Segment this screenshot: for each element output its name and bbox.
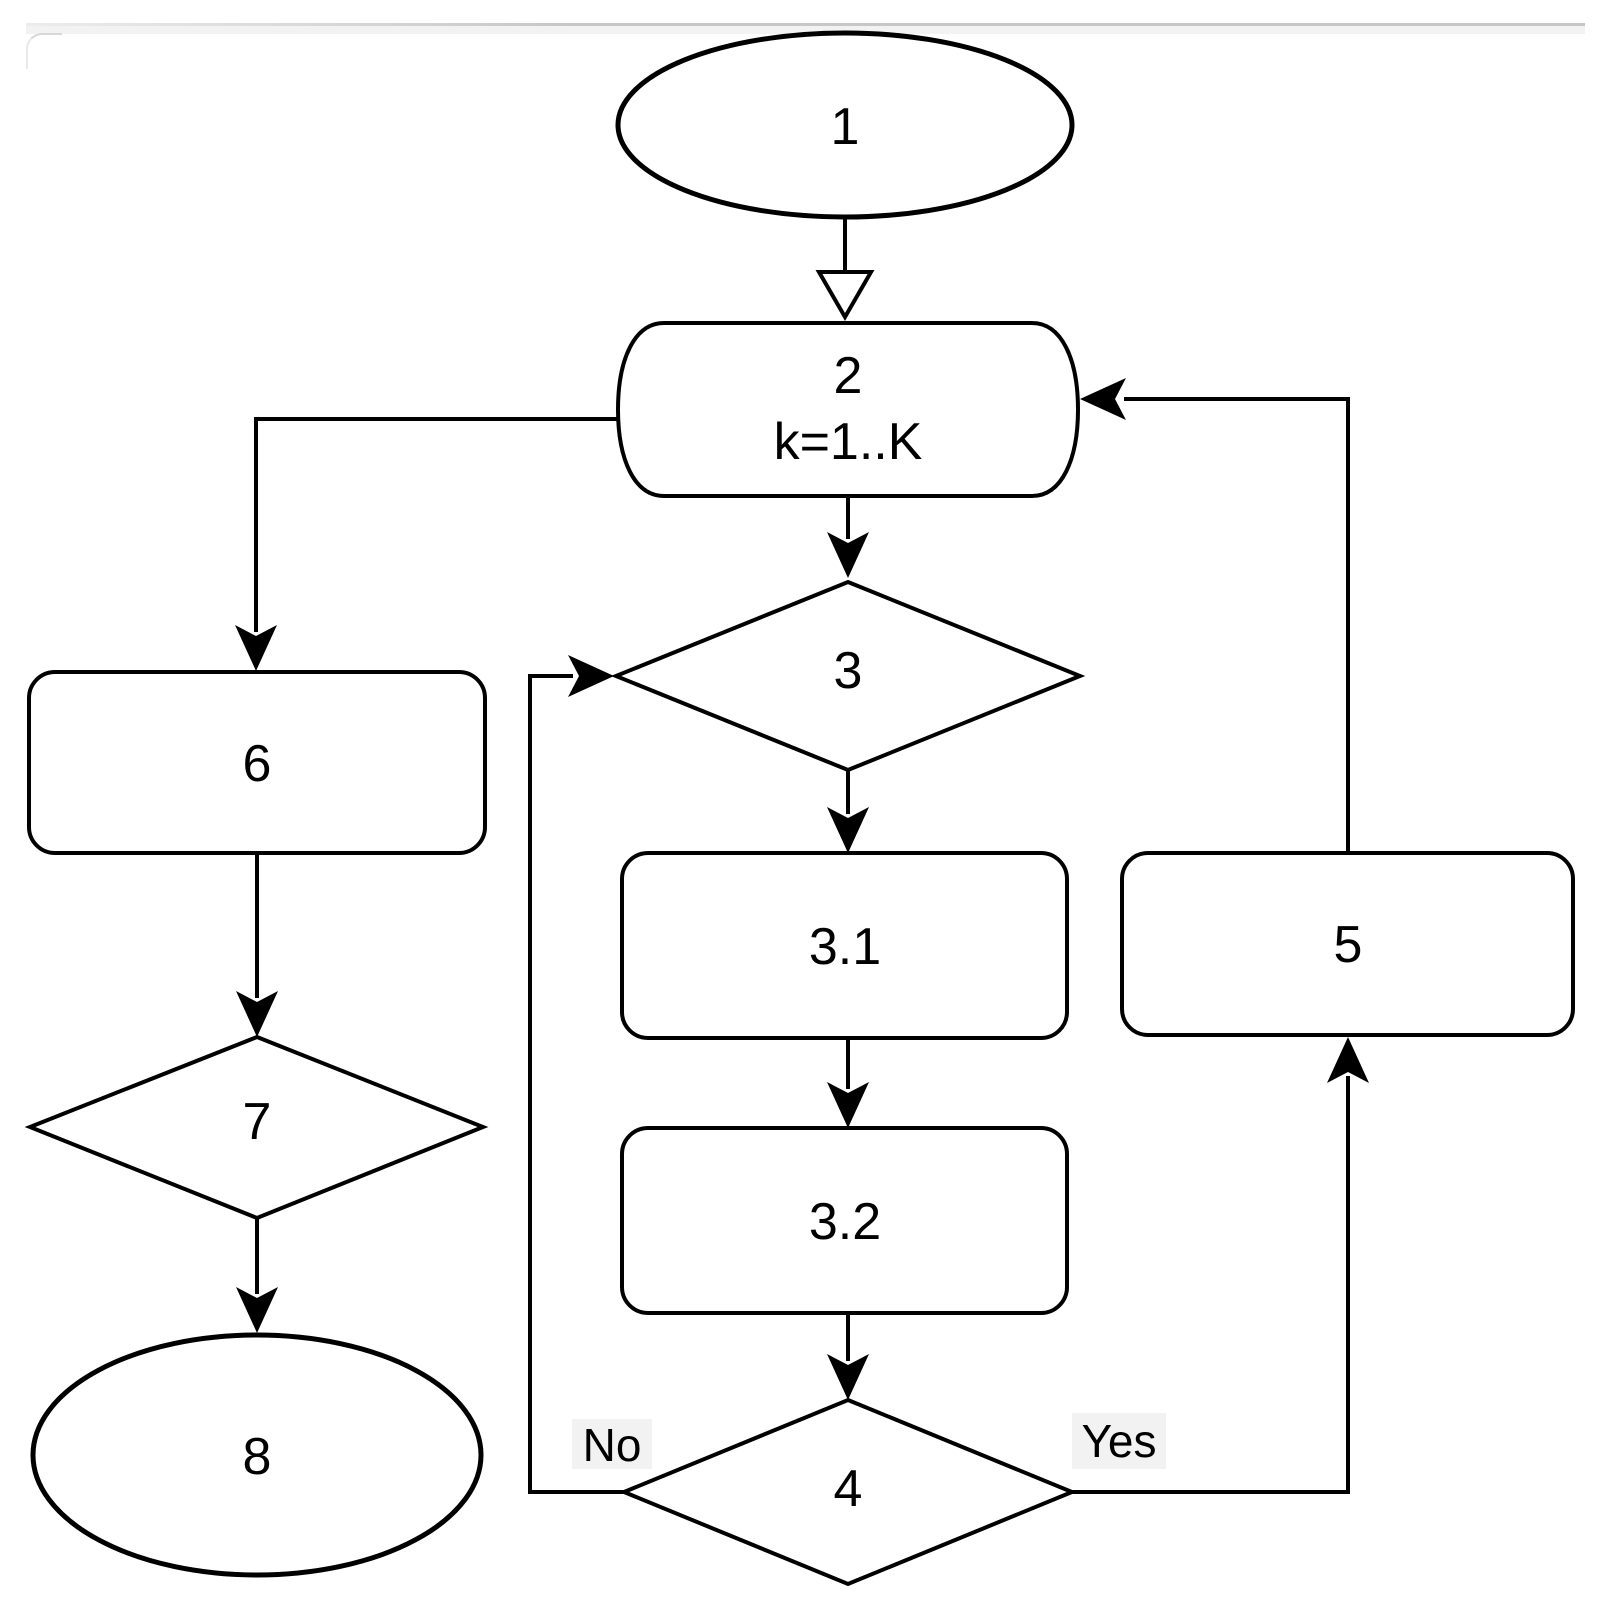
connector-line [254,417,618,632]
node-loop-sublabel: k=1..K [774,413,923,471]
end-ellipse-shape [30,1332,484,1578]
node-end-ellipse: 8 [30,1332,484,1578]
process-rect-shape [1120,851,1575,1037]
decision-diamond-shape [618,1397,1078,1587]
node-process5-label: 5 [1334,916,1363,974]
node-loop-label: 2 [834,347,863,405]
edge-label-no-text: No [583,1419,642,1471]
node-process31-label: 3.1 [809,918,881,976]
start-ellipse-shape [615,30,1075,220]
process-rect-shape [620,1126,1069,1315]
process-rect-shape [620,851,1069,1040]
arrowhead-right-icon [568,655,614,697]
edge-decision7-to-end [236,1218,278,1333]
edge-process6-to-decision7 [236,853,278,1037]
node-loop-limit: 2 k=1..K [615,321,1081,498]
edge-label-no: No [572,1419,652,1471]
node-decision4-label: 4 [834,1460,863,1518]
edge-process31-to-process32 [827,1038,869,1128]
node-start-ellipse: 1 [615,30,1075,220]
arrowhead-down-icon [827,1082,869,1128]
connector-line [1072,1076,1350,1494]
edge-loop-to-decision3 [827,496,869,578]
edge-label-yes-text: Yes [1081,1415,1156,1467]
arrowhead-down-icon [827,532,869,578]
edge-label-bg [1072,1413,1166,1469]
loop-limit-shape [615,321,1081,498]
arrowhead-down-icon [235,625,277,671]
node-process-3-2: 3.2 [620,1126,1069,1315]
node-end-label: 8 [243,1428,272,1486]
arrowhead-down-icon [236,991,278,1037]
open-arrowhead-down-icon [815,270,875,321]
edge-decision3-to-process31 [827,770,869,853]
edge-loop-to-process6 [235,417,618,671]
decision-diamond-shape [610,579,1086,773]
node-process-6: 6 [27,670,487,855]
arrowhead-down-icon [236,1287,278,1333]
edge-label-bg [572,1419,652,1469]
edge-decision4-yes-to-process5 [1072,1037,1369,1494]
top-gray-strip [26,26,1585,34]
edge-label-yes: Yes [1072,1413,1166,1469]
arrowhead-down-icon [827,1354,869,1400]
node-process-3-1: 3.1 [620,851,1069,1040]
node-process-5: 5 [1120,851,1575,1037]
arrowhead-up-icon [1327,1037,1369,1083]
edge-process32-to-decision4 [827,1313,869,1400]
edge-process5-to-loop [1080,378,1350,853]
node-decision7-label: 7 [243,1093,272,1151]
connector-line [528,674,624,1494]
edge-start-to-loop [815,218,875,321]
node-process6-label: 6 [243,735,272,793]
arrowhead-down-icon [827,807,869,853]
arrowhead-left-icon [1080,378,1126,420]
top-divider-rule [26,23,1585,26]
decision-diamond-shape [24,1034,489,1221]
node-decision3-label: 3 [834,642,863,700]
canvas-card-corner [26,33,62,69]
process-rect-shape [27,670,487,855]
node-decision-3: 3 [610,579,1086,773]
node-decision-4: 4 [618,1397,1078,1587]
connector-line [1124,397,1350,853]
node-decision-7: 7 [24,1034,489,1221]
node-start-label: 1 [831,98,860,156]
edge-decision4-no-to-decision3 [528,655,624,1494]
node-process32-label: 3.2 [809,1193,881,1251]
